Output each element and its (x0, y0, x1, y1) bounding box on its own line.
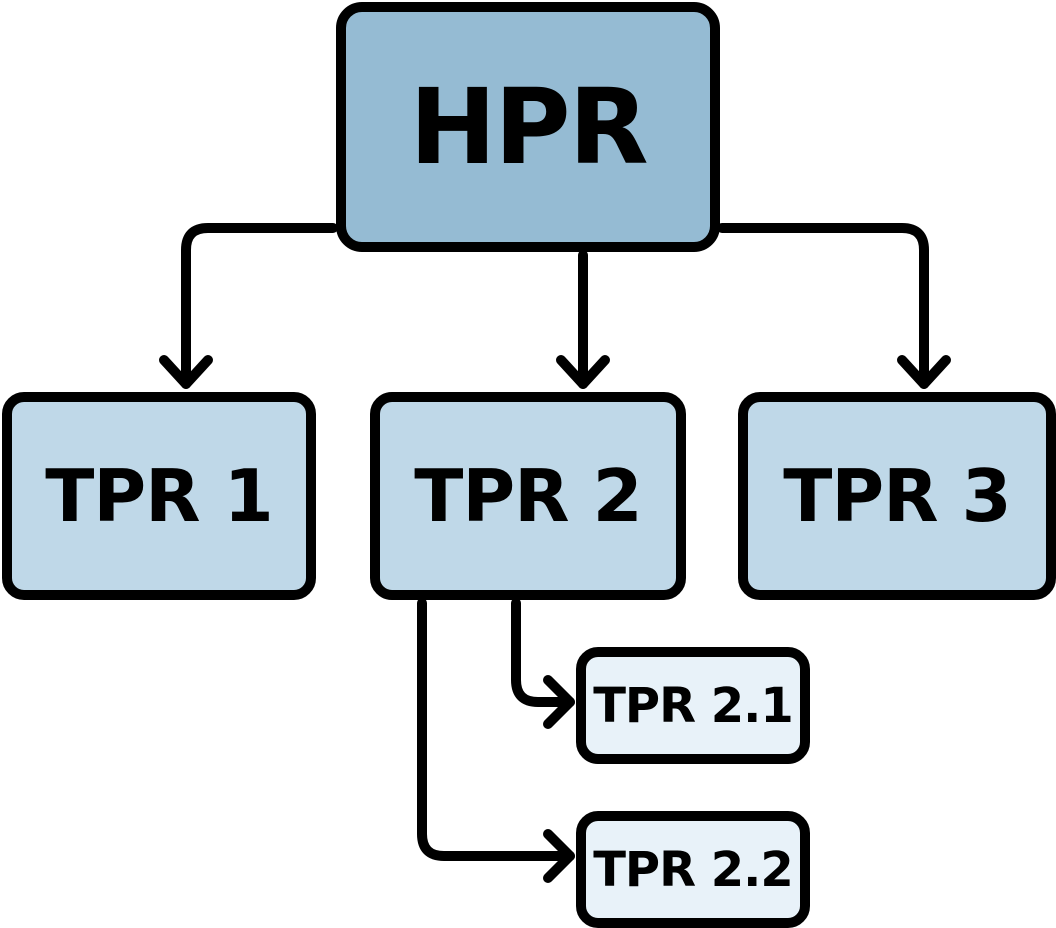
arrowhead-tpr22 (543, 829, 575, 883)
arrowhead-tpr1 (159, 355, 213, 389)
arrow-tpr2-to-tpr22 (417, 598, 575, 861)
arrow-tpr2-to-tpr21 (511, 598, 575, 707)
node-tpr-2-1: TPR 2.1 (576, 647, 810, 764)
node-tpr-2-2: TPR 2.2 (576, 811, 810, 928)
node-tpr-3: TPR 3 (738, 392, 1056, 600)
node-tpr-1: TPR 1 (2, 392, 316, 600)
node-hpr: HPR (336, 2, 720, 252)
node-tpr-2: TPR 2 (370, 392, 686, 600)
arrowhead-tpr2 (556, 355, 610, 389)
arrow-hpr-to-tpr3 (717, 223, 929, 389)
arrow-hpr-to-tpr1 (181, 223, 338, 389)
arrowhead-tpr21 (543, 675, 575, 729)
arrowhead-tpr3 (897, 355, 951, 389)
